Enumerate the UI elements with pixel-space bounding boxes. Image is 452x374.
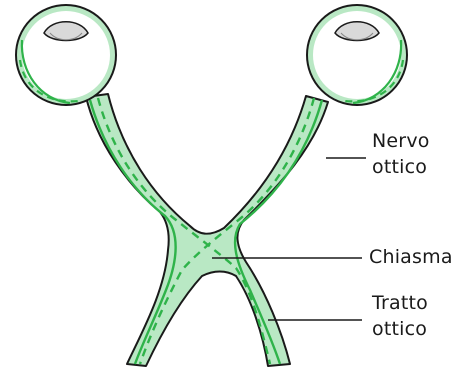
optic-nerve-label-line1: Nervo [372, 128, 430, 154]
optic-nerve-label-line2: ottico [372, 154, 430, 180]
right-eye [307, 5, 407, 105]
chiasm-label: Chiasma [369, 244, 452, 270]
optic-tract-label: Tratto ottico [372, 290, 428, 342]
optic-nerve-label: Nervo ottico [372, 128, 430, 180]
crossed-fibers [98, 98, 314, 364]
optic-tract-label-line2: ottico [372, 316, 428, 342]
optic-pathway-body [86, 94, 328, 366]
left-eye [16, 5, 116, 105]
optic-tract-label-line1: Tratto [372, 290, 428, 316]
